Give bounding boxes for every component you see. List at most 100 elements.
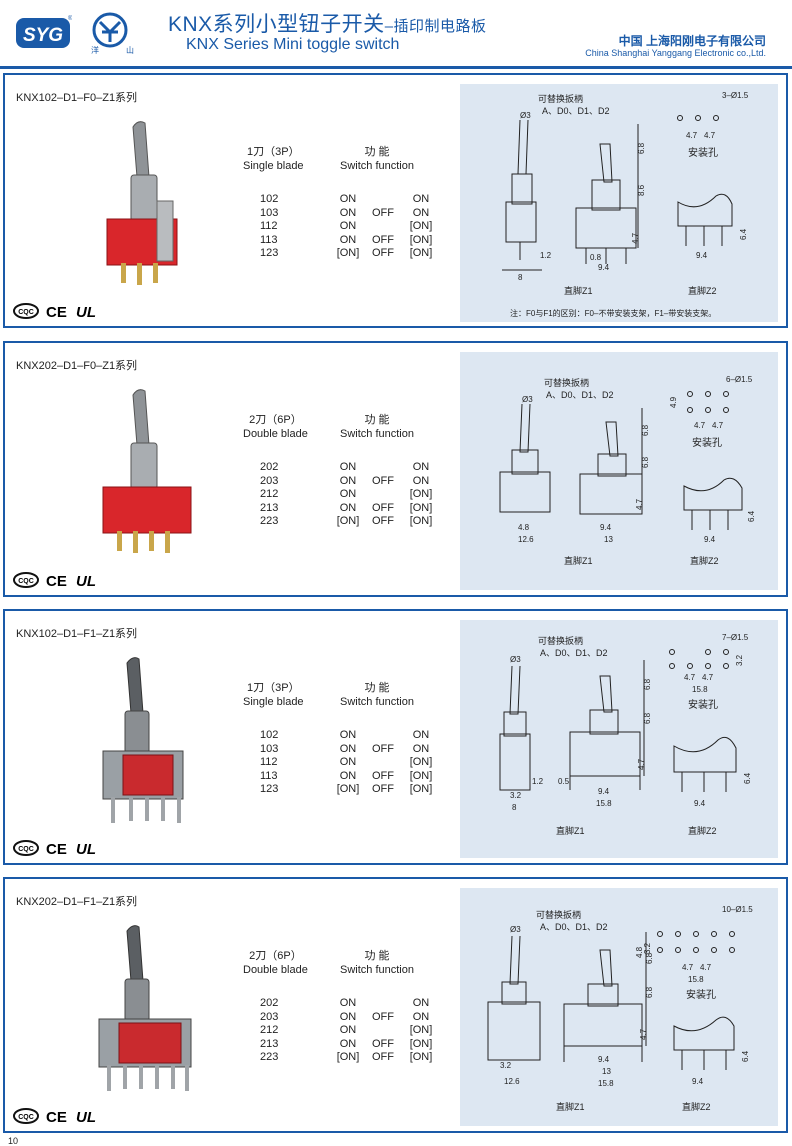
switch-photo: [102, 657, 184, 823]
svg-text:12.6: 12.6: [518, 535, 534, 544]
switch-photo: [98, 925, 192, 1091]
svg-text:直脚Z2: 直脚Z2: [688, 825, 717, 836]
svg-text:洋: 洋: [91, 45, 99, 54]
panel-title: KNX202–D1–F1–Z1系列: [16, 896, 138, 908]
svg-text:4.7: 4.7: [682, 963, 694, 972]
poles-label: 2刀（6P）Double blade: [243, 950, 308, 976]
svg-text:6.4: 6.4: [747, 510, 756, 522]
svg-text:4.9: 4.9: [669, 396, 678, 408]
svg-text:9.4: 9.4: [598, 263, 610, 272]
svg-text:4.8: 4.8: [518, 523, 530, 532]
page-header: SYG ® 洋 山 KNX系列小型钮子开关–插印制电路板 KNX Series …: [0, 0, 792, 66]
svg-text:6.8: 6.8: [645, 952, 654, 964]
svg-text:13: 13: [604, 535, 613, 544]
svg-text:1.2: 1.2: [532, 777, 544, 786]
svg-text:3.2: 3.2: [510, 791, 522, 800]
svg-text:12.6: 12.6: [504, 1077, 520, 1086]
svg-text:6.8: 6.8: [641, 456, 650, 468]
svg-text:山: 山: [126, 45, 134, 54]
svg-text:可替换扳柄: 可替换扳柄: [536, 909, 581, 920]
certification-marks: CQC CE UL: [13, 572, 96, 589]
svg-text:6.8: 6.8: [643, 678, 652, 690]
svg-text:CQC: CQC: [18, 1114, 34, 1121]
product-panel-4: KNX202–D1–F1–Z1系列 2刀（6P）Double blade 功 能…: [3, 877, 788, 1133]
certification-marks: CQC CE UL: [13, 1108, 96, 1125]
svg-text:Ø3: Ø3: [522, 395, 533, 404]
svg-text:15.8: 15.8: [692, 685, 708, 694]
svg-text:直脚Z2: 直脚Z2: [682, 1101, 711, 1112]
svg-text:安装孔: 安装孔: [688, 698, 718, 711]
svg-text:4.7: 4.7: [700, 963, 712, 972]
svg-text:Ø3: Ø3: [520, 111, 531, 120]
dimension-drawing: 可替换扳柄 A、D0、D1、D2 Ø3 8 1.2 6.8 8.6 4.7 0.…: [460, 84, 778, 322]
svg-text:直脚Z1: 直脚Z1: [564, 285, 593, 296]
table-row: 223[ON]OFF[ON]: [260, 1051, 433, 1064]
svg-text:3.2: 3.2: [500, 1061, 512, 1070]
page-title-en: KNX Series Mini toggle switch: [186, 36, 400, 53]
svg-text:6.8: 6.8: [645, 986, 654, 998]
svg-text:8: 8: [512, 803, 517, 812]
switch-photo: [106, 121, 178, 285]
panel-title: KNX202–D1–F0–Z1系列: [16, 360, 138, 372]
svg-text:1.2: 1.2: [540, 251, 552, 260]
syg-logo: SYG ®: [16, 15, 72, 48]
svg-text:A、D0、D1、D2: A、D0、D1、D2: [540, 922, 608, 932]
svg-text:6.8: 6.8: [643, 712, 652, 724]
product-panel-3: KNX102–D1–F1–Z1系列 1刀（3P）Single blade 功 能…: [3, 609, 788, 865]
svg-text:15.8: 15.8: [596, 799, 612, 808]
svg-text:UL: UL: [76, 304, 96, 320]
svg-text:13: 13: [602, 1067, 611, 1076]
svg-text:直脚Z2: 直脚Z2: [688, 285, 717, 296]
product-panel-2: KNX202–D1–F0–Z1系列 2刀（6P）Double blade 功 能…: [3, 341, 788, 597]
svg-text:CE: CE: [46, 573, 67, 589]
svg-text:9.4: 9.4: [696, 251, 708, 260]
svg-text:3.2: 3.2: [643, 942, 652, 954]
svg-text:15.8: 15.8: [688, 975, 704, 984]
svg-text:®: ®: [68, 15, 72, 22]
svg-text:3–Ø1.5: 3–Ø1.5: [722, 91, 749, 100]
svg-text:4.7: 4.7: [684, 673, 696, 682]
svg-text:0.5: 0.5: [558, 777, 570, 786]
svg-text:4.8: 4.8: [635, 946, 644, 958]
svg-text:A、D0、D1、D2: A、D0、D1、D2: [542, 106, 610, 116]
poles-label: 2刀（6P）Double blade: [243, 414, 308, 440]
svg-text:安装孔: 安装孔: [686, 988, 716, 1001]
svg-text:0.8: 0.8: [590, 253, 602, 262]
svg-text:9.4: 9.4: [598, 787, 610, 796]
svg-text:8: 8: [518, 273, 523, 282]
table-row: 123[ON]OFF[ON]: [260, 247, 433, 260]
svg-text:9.4: 9.4: [598, 1055, 610, 1064]
dimension-drawing: 可替换扳柄 A、D0、D1、D2 Ø3 4.8 12.6 6.8 6.8 4.7…: [460, 352, 778, 590]
svg-text:A、D0、D1、D2: A、D0、D1、D2: [540, 648, 608, 658]
svg-text:注：F0与F1的区别：F0–不带安装支架，F1–带安装支架。: 注：F0与F1的区别：F0–不带安装支架，F1–带安装支架。: [510, 308, 716, 318]
svg-text:6–Ø1.5: 6–Ø1.5: [726, 375, 753, 384]
svg-text:9.4: 9.4: [694, 799, 706, 808]
certification-marks: CQC CE UL: [13, 303, 96, 320]
svg-text:4.7: 4.7: [694, 421, 706, 430]
svg-text:9.4: 9.4: [692, 1077, 704, 1086]
svg-text:UL: UL: [76, 841, 96, 857]
svg-text:直脚Z1: 直脚Z1: [556, 1101, 585, 1112]
svg-text:安装孔: 安装孔: [692, 436, 722, 449]
svg-text:直脚Z2: 直脚Z2: [690, 555, 719, 566]
svg-text:6.8: 6.8: [641, 424, 650, 436]
syg-logo-text: SYG: [23, 25, 63, 46]
svg-text:A、D0、D1、D2: A、D0、D1、D2: [546, 390, 614, 400]
svg-text:CE: CE: [46, 1109, 67, 1125]
svg-text:可替换扳柄: 可替换扳柄: [544, 377, 589, 388]
